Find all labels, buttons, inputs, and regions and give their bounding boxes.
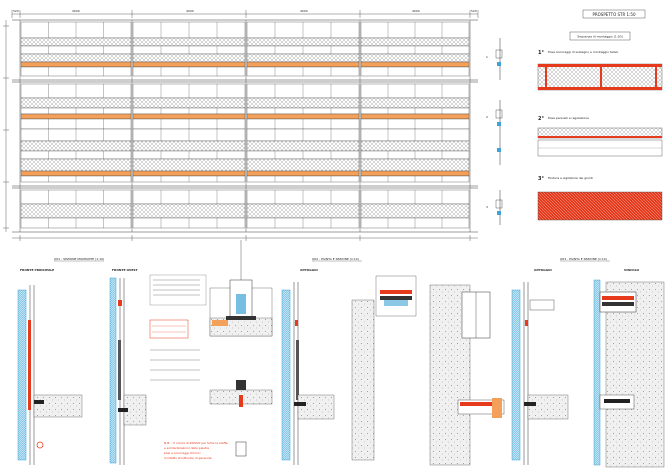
note-red-line: N.B. - Il colore di ROSSO per tutte le s… — [164, 441, 228, 445]
step-number: 2° — [538, 116, 544, 122]
detail-section-title: Q03 - PIANTA E SEZIONE (1:10) — [560, 257, 607, 261]
facade-panel — [360, 140, 470, 152]
facade-panel — [246, 61, 360, 68]
dim-label: 520 — [471, 9, 477, 13]
facade-panel — [132, 37, 246, 47]
facade-panel — [132, 203, 246, 219]
detail-4-anchor — [209, 240, 273, 457]
note-line: Contatto strutturale di garanzia — [164, 456, 212, 460]
facade-panel — [20, 61, 132, 68]
dim-label: 4000 — [72, 9, 80, 13]
detail-heading: VINCOLO — [624, 268, 640, 272]
section-label: 2 — [486, 115, 488, 119]
top-dimension-labels: 520 4000 4000 4000 4000 520 — [13, 9, 477, 13]
assembly-step-2: 2° Posa pannelli e regolazione — [537, 116, 663, 157]
detail-1-section — [17, 285, 83, 465]
step-number: 3° — [538, 176, 544, 182]
detail-heading: APPOGGIO — [534, 268, 552, 272]
sheet-title-box — [582, 9, 646, 19]
facade-panel — [132, 61, 246, 68]
step-caption: Finitura e sigillatura dei giunti — [548, 176, 593, 180]
facade-panel — [360, 113, 470, 120]
assembly-sequence: PROSPETTO STR 1:50 Sequenza di montaggio… — [537, 9, 663, 221]
facade-panel — [360, 97, 470, 109]
detail-3-bracket — [149, 274, 207, 381]
dim-label: 4000 — [412, 9, 420, 13]
facade-panel — [132, 53, 246, 63]
assembly-step-1: 1° Posa ancoraggi di sostegno e montaggi… — [537, 50, 663, 91]
main-elevation: 520 4000 4000 4000 4000 520 — [3, 9, 479, 241]
assembly-title-box — [569, 31, 631, 41]
facade-panel — [20, 170, 132, 177]
red-note: N.B. - Il colore di ROSSO per tutte le s… — [164, 441, 228, 460]
facade-panel — [132, 158, 246, 172]
facade-panel — [360, 170, 470, 177]
section-markers: 1 2 3 — [486, 38, 503, 225]
note-line: basi e ancoraggi chimici — [164, 451, 201, 455]
detail-8-section — [593, 279, 665, 468]
step-caption: Posa pannelli e regolazione — [548, 116, 589, 120]
facade-panel — [20, 53, 132, 63]
facade-panel — [360, 61, 470, 68]
facade-panel — [246, 113, 360, 120]
facade-panel — [246, 53, 360, 63]
detail-section-title: Q01 - SEZIONE MONTANTE (1:10) — [54, 257, 104, 261]
facade-panel — [20, 158, 132, 172]
dim-label: 4000 — [300, 9, 308, 13]
facade-panel — [20, 203, 132, 219]
facade-panel — [132, 140, 246, 152]
detail-heading: FRONTE OVEST — [112, 268, 139, 272]
step-caption: Posa ancoraggi di sostegno e montaggio t… — [548, 50, 618, 54]
section-marker-1: 1 — [486, 38, 503, 80]
facade-panel — [132, 170, 246, 177]
facade-panel — [246, 97, 360, 109]
facade-panel — [246, 203, 360, 219]
facade-panel — [20, 37, 132, 47]
facade-bands — [12, 19, 478, 233]
dim-label: 4000 — [186, 9, 194, 13]
facade-panel — [20, 97, 132, 109]
assembly-step-3: 3° Finitura e sigillatura dei giunti — [537, 176, 663, 221]
bottom-dimension-line — [12, 235, 478, 241]
facade-panel — [20, 140, 132, 152]
step-number: 1° — [538, 50, 544, 56]
detail-heading: FRONTE PRINCIPALE — [20, 268, 54, 272]
note-line: e solidarizzazioni delle piastre — [164, 446, 209, 450]
column-lines — [19, 20, 471, 232]
facade-panel — [360, 37, 470, 47]
facade-panel — [20, 113, 132, 120]
facade-panel — [132, 113, 246, 120]
facade-panel — [132, 97, 246, 109]
detail-7-section — [511, 282, 569, 465]
facade-panel — [360, 203, 470, 219]
assembly-title: Sequenza di montaggio (1:50) — [577, 35, 623, 39]
facade-panel — [360, 53, 470, 63]
top-dimension-line — [11, 10, 479, 18]
facade-panel — [246, 140, 360, 152]
detail-section-title: Q02 - PIANTA E SEZIONE (1:10) — [312, 257, 359, 261]
dim-label: 520 — [13, 9, 19, 13]
detail-6-bracket — [375, 275, 505, 466]
facade-panel — [246, 170, 360, 177]
section-label: 3 — [486, 205, 488, 209]
detail-2-section — [109, 277, 147, 465]
left-dimension-line — [3, 20, 9, 232]
section-label: 1 — [486, 55, 488, 59]
section-marker-3: 3 — [486, 190, 503, 225]
section-marker-2: 2 — [486, 100, 503, 165]
detail-sections: Q01 - SEZIONE MONTANTE (1:10) Q02 - PIAN… — [17, 240, 665, 468]
sheet-title: PROSPETTO STR 1:50 — [592, 12, 636, 17]
facade-panel — [360, 158, 470, 172]
detail-5-section — [281, 282, 375, 465]
detail-heading: APPOGGIO — [300, 268, 318, 272]
facade-panel — [246, 158, 360, 172]
facade-panel — [246, 37, 360, 47]
